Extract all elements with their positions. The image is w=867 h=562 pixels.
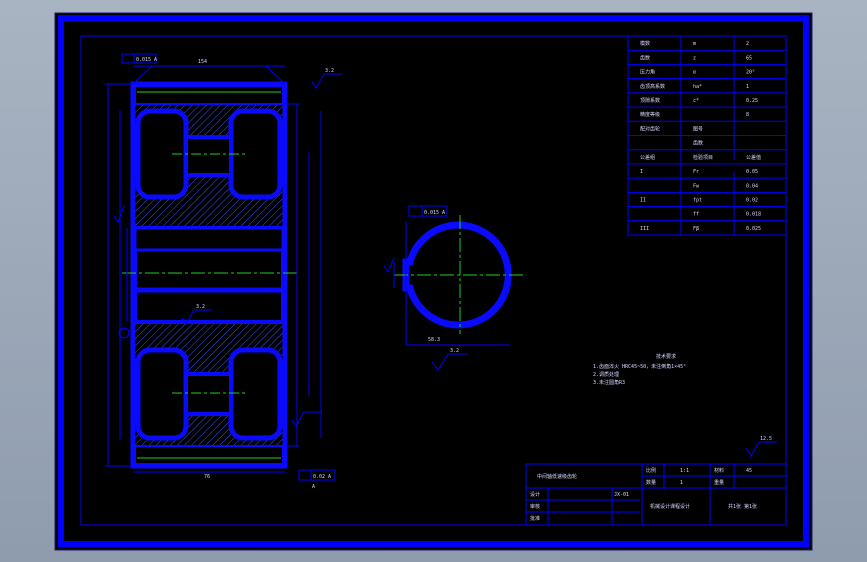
table-cell: II [640, 197, 646, 203]
roughness-symbol-mid [181, 309, 212, 325]
table-cell: 齿数 [640, 54, 650, 61]
table-cell: z [693, 55, 696, 61]
table-cell: 模数 [640, 40, 650, 47]
table-cell: 0.05 [746, 169, 758, 175]
title-school: 机械设计课程设计 [650, 503, 690, 510]
title-scale-label: 比例 [646, 467, 656, 474]
roughness-symbol-keyway-left [383, 257, 395, 274]
table-cell: 0.018 [746, 212, 761, 218]
table-cell: 精度等级 [640, 111, 660, 118]
technical-notes: 技术要求 1.齿面淬火 HRC45~50，未注倒角1×45° 2.调质处理 3.… [593, 353, 777, 457]
title-drawing-no: JX-01 [614, 492, 629, 498]
title-designer: 设计 [530, 491, 540, 498]
roughness-symbol-right [291, 411, 322, 427]
roughness-symbol-rest [745, 441, 777, 457]
table-cell: 齿顶高系数 [640, 83, 665, 90]
roughness-symbol-left [113, 205, 125, 224]
tooth-strip-bottom [134, 445, 284, 465]
roughness-top-text: 3.2 [325, 68, 334, 74]
table-cell: ha* [693, 84, 702, 90]
table-cell: 20° [746, 70, 755, 76]
table-cell: Fβ [693, 226, 699, 232]
geometric-tolerance-top [121, 53, 157, 64]
parameter-table: 模数 m 2 齿数 z 65 压力角 α 20° 齿顶高系数 ha* 1 顶隙系数 c* 0.25 精度等级 8… [627, 35, 787, 236]
table-cell: fpt [693, 197, 702, 203]
table-cell: α [693, 70, 696, 76]
keyway-tolerance-box [408, 205, 448, 217]
table-cell: I [640, 169, 643, 175]
title-scale: 1:1 [680, 468, 689, 474]
cavity-lower-right [228, 347, 283, 441]
bore-circle [402, 221, 512, 329]
table-cell: 8 [746, 112, 749, 118]
table-cell: 公差组 [640, 154, 655, 161]
dim-top-text: 154 [198, 59, 207, 65]
hub-end-view: 0.015 A 58.3 3.2 [383, 205, 526, 371]
table-cell: Fw [693, 183, 700, 189]
gear-section-view: 0.015 A 0.02 A A 3.2 3.2 154 76 [105, 53, 342, 490]
title-material: 45 [746, 468, 752, 474]
tolerance-bottom-text: 0.02 A [313, 474, 331, 480]
table-cell: m [693, 41, 696, 47]
lightening-hole-upper [184, 135, 233, 177]
inner-frame [80, 35, 787, 526]
cavity-lower-left [135, 347, 189, 441]
tooth-strip-top [134, 85, 284, 105]
table-cell: 1 [746, 84, 749, 90]
table-cell: 检验项目 [693, 154, 713, 161]
outer-frame [58, 15, 809, 547]
table-cell: Fr [693, 169, 699, 175]
table-cell: 0.25 [746, 98, 758, 104]
title-approver: 批准 [530, 515, 540, 522]
roughness-symbol-keyway [431, 353, 468, 371]
roughness-rest-text: 12.5 [760, 436, 772, 442]
lightening-hole-lower [184, 372, 233, 416]
table-cell: 公差值 [746, 154, 761, 161]
title-block: 中间轴低速级齿轮 比例 1:1 材料 45 数量 1 重量 设计 JX-01 审… [525, 463, 787, 526]
table-cell: 0.02 [746, 197, 758, 203]
title-qty: 1 [680, 480, 683, 486]
datum-marker [118, 327, 130, 339]
table-cell: 压力角 [640, 69, 655, 76]
table-cell: 0.04 [746, 183, 758, 189]
tolerance-top-text: 0.015 A [136, 57, 157, 63]
note-line-1: 1.齿面淬火 HRC45~50，未注倒角1×45° [593, 363, 686, 370]
datum-label: A [312, 484, 315, 490]
roughness-mid-text: 3.2 [196, 304, 205, 310]
dim-bottom-text: 76 [204, 474, 210, 480]
notes-heading: 技术要求 [656, 353, 676, 360]
title-qty-label: 数量 [646, 479, 656, 486]
roughness-symbol-top [311, 73, 342, 89]
table-cell: III [640, 226, 649, 232]
note-line-2: 2.调质处理 [593, 371, 619, 378]
table-cell: 图号 [693, 126, 703, 132]
geometric-tolerance-bottom [298, 469, 336, 481]
table-cell: 65 [746, 55, 752, 61]
note-line-3: 3.未注圆角R3 [593, 379, 625, 386]
table-cell: ff [693, 212, 699, 218]
keyway-dim-text: 58.3 [428, 337, 440, 343]
table-cell: 0.025 [746, 226, 761, 232]
title-checker: 审核 [530, 503, 540, 510]
title-sheet: 共1张 第1张 [728, 503, 757, 510]
keyway-tolerance-text: 0.015 A [424, 210, 445, 216]
keyway-slot [133, 226, 285, 252]
table-cell: 配对齿轮 [640, 125, 660, 132]
table-cell: 齿数 [693, 140, 703, 147]
table-cell: 2 [746, 41, 749, 47]
title-drawing-name: 中间轴低速级齿轮 [537, 473, 577, 480]
roughness-keyway-text: 3.2 [450, 348, 459, 354]
table-cell: c* [693, 98, 699, 104]
table-cell: 顶隙系数 [640, 97, 660, 104]
title-material-label: 材料 [714, 467, 724, 474]
title-weight-label: 重量 [714, 479, 724, 486]
